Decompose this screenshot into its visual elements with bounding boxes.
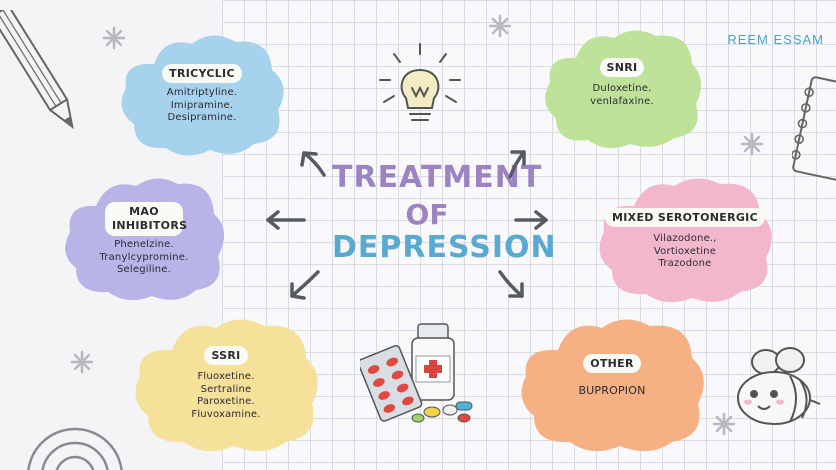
drug-item: Tranylcypromine. (99, 251, 189, 263)
cloud-title: MIXED SEROTONERGIC (605, 208, 765, 227)
pencil-icon (0, 10, 74, 130)
drug-item: Trazodone (658, 258, 712, 269)
drug-item: Imipramine. (170, 99, 234, 111)
blister-pack-icon (360, 345, 423, 422)
drug-item: Phenelzine. (114, 239, 174, 250)
sparkle-icon (488, 14, 512, 38)
arrow-to-snri (508, 150, 526, 179)
cloud-shape (521, 319, 704, 452)
cloud-tricyclic: TRICYCLIC Amitriptyline. Imipramine. Des… (112, 28, 292, 158)
pill-bottle-icon (360, 323, 473, 423)
cloud-mixed-serotonergic: MIXED SEROTONERGIC Vilazodone., Vortioxe… (590, 172, 780, 308)
drug-item: Fluvoxamine. (191, 408, 261, 420)
arrow-to-mixed (514, 210, 548, 230)
drug-item: Amitriptyline. (166, 87, 238, 98)
drug-item: Fluoxetine. (197, 371, 255, 382)
cloud-mao-inhibitors: MAO INHIBITORS Phenelzine. Tranylcypromi… (56, 172, 232, 306)
drug-item: Sertraline (200, 383, 252, 395)
drug-item: Paroxetine. (197, 396, 255, 407)
title-treatment: TREATMENT (332, 160, 543, 195)
bee-icon (737, 347, 821, 425)
sparkle-icon (740, 132, 764, 156)
arrow-to-ssri (290, 270, 320, 300)
cloud-other: OTHER BUPROPION (512, 312, 712, 458)
lightbulb-icon (379, 43, 461, 121)
drug-item: Selegiline. (117, 264, 171, 275)
drug-item: venlafaxine. (590, 95, 654, 107)
cloud-shape (135, 319, 318, 452)
drug-item: Vortioxetine (653, 245, 717, 257)
notebook-icon (792, 76, 836, 182)
cloud-title: TRICYCLIC (162, 64, 242, 83)
cloud-title: SSRI (204, 346, 248, 365)
arrow-to-other (498, 270, 524, 298)
sparkle-icon (102, 26, 126, 50)
drug-item: Vilazodone., (653, 233, 717, 244)
cloud-shape (545, 30, 702, 149)
cloud-shape (121, 35, 284, 156)
title-of: OF (405, 198, 449, 231)
cloud-snri: SNRI Duloxetine. venlafaxine. (536, 24, 708, 152)
cloud-ssri: SSRI Fluoxetine. Sertraline Paroxetine. … (126, 312, 326, 458)
sparkle-icon (70, 350, 94, 374)
cloud-title: SNRI (599, 58, 645, 77)
drug-item: BUPROPION (578, 384, 646, 397)
drug-item: Desipramine. (167, 112, 237, 123)
sparkle-icon (712, 412, 736, 436)
title-depression: DEPRESSION (332, 230, 557, 265)
arrow-to-mao (266, 210, 306, 230)
arrow-to-tricyclic (300, 151, 326, 177)
author-credit: REEM ESSAM (727, 32, 824, 47)
cloud-title: MAO INHIBITORS (105, 202, 187, 236)
rainbow-icon (27, 427, 123, 470)
drug-item: Duloxetine. (592, 83, 652, 94)
cloud-title: OTHER (583, 354, 641, 373)
cloud-shape (65, 178, 225, 301)
